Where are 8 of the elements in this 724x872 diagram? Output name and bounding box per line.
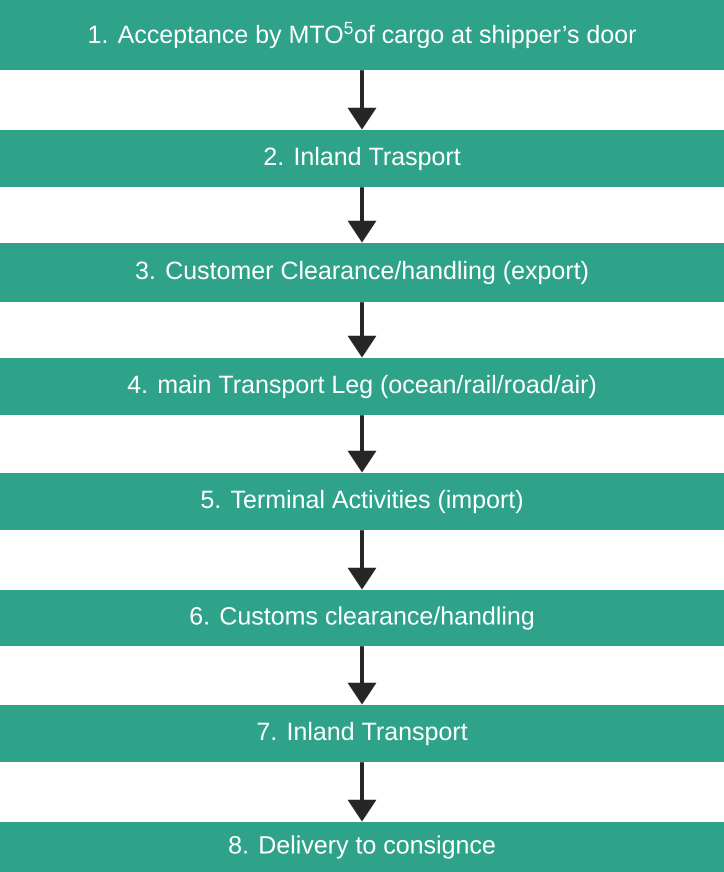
process-box: 1. Acceptance by MTO$^{5}$of cargo at shipper’s door [0, 0, 724, 70]
process-box: 2. Inland Trasport [0, 130, 724, 187]
process-box: 8. Delivery to consignce [0, 822, 724, 872]
process-box: 7. Inland Transport [0, 705, 724, 762]
process-box: 4. main Transport Leg (ocean/rail/road/air) [0, 358, 724, 415]
process-box: 3. Customer Clearance/handling (export) [0, 243, 724, 302]
process-box: 5. Terminal Activities (import) [0, 473, 724, 530]
process-box: 6. Customs clearance/handling [0, 590, 724, 646]
